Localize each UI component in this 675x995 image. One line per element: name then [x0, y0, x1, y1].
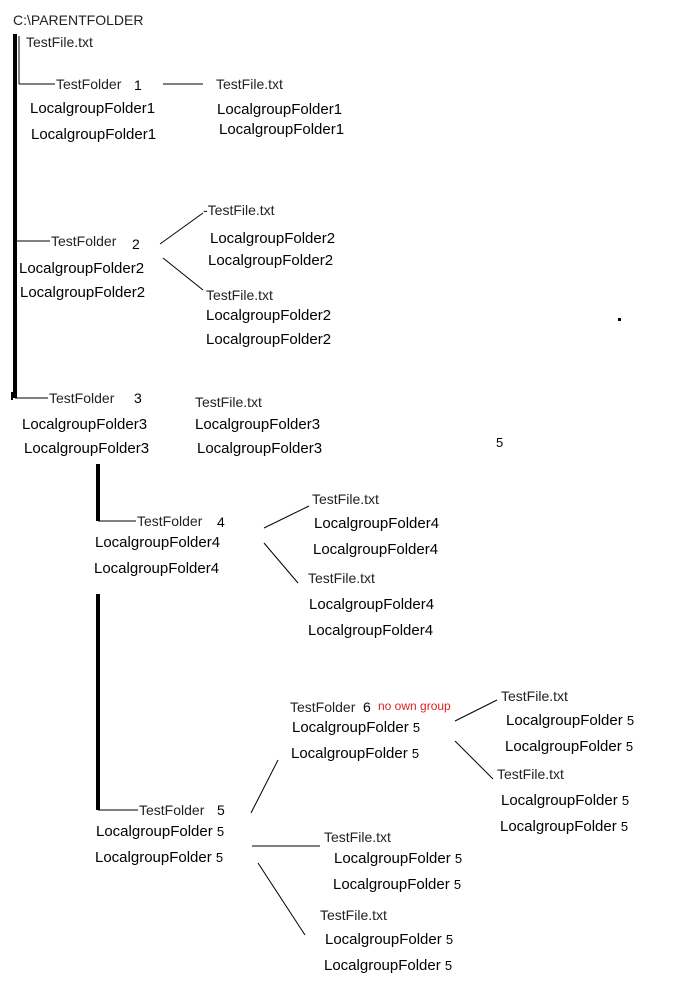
folder2-file-a-group-1: LocalgroupFolder2: [210, 230, 336, 247]
folder6-file-b-group-1: LocalgroupFolder 5: [501, 792, 630, 809]
folder5-group-2: LocalgroupFolder 5: [95, 849, 224, 866]
folder4-label: TestFolder: [137, 513, 203, 529]
folder2-file-a-label: -TestFile.txt: [203, 202, 275, 218]
branch-folder5-file-b: [257, 862, 306, 936]
branch-folder2-file-a: [159, 212, 204, 245]
folder6-group-2: LocalgroupFolder 5: [291, 745, 420, 762]
folder4-file-a-label: TestFile.txt: [312, 491, 379, 507]
root-folder-label: C:\PARENTFOLDER: [13, 12, 144, 28]
folder3-label: TestFolder: [49, 390, 115, 406]
folder5-file-b-label: TestFile.txt: [320, 907, 387, 923]
root-file-label: TestFile.txt: [26, 34, 93, 50]
folder3-file-group-1: LocalgroupFolder3: [195, 416, 321, 433]
stray-dot: [618, 318, 621, 321]
folder4-file-a-group-2: LocalgroupFolder4: [313, 541, 439, 558]
folder3-group-2: LocalgroupFolder3: [24, 440, 150, 457]
folder2-file-a-group-2: LocalgroupFolder2: [208, 252, 334, 269]
folder1-file-label: TestFile.txt: [216, 76, 283, 92]
folder3-file-label: TestFile.txt: [195, 394, 262, 410]
branch-folder2-file-b: [162, 257, 204, 291]
folder2-number: 2: [132, 236, 140, 252]
folder1-file-group-2: LocalgroupFolder1: [219, 121, 345, 138]
folder6-file-a-label: TestFile.txt: [501, 688, 568, 704]
folder6-file-a-group-2: LocalgroupFolder 5: [505, 738, 634, 755]
branch-folder6-file-b: [454, 740, 494, 780]
folder2-file-b-group-2: LocalgroupFolder2: [206, 331, 332, 348]
folder5-file-a-label: TestFile.txt: [324, 829, 391, 845]
folder5-group-1: LocalgroupFolder 5: [96, 823, 225, 840]
branch-folder5-folder6: [250, 759, 279, 814]
folder6-file-b-label: TestFile.txt: [497, 766, 564, 782]
folder1-group-1: LocalgroupFolder1: [30, 100, 156, 117]
folder6-label: TestFolder: [290, 699, 356, 715]
folder2-group-2: LocalgroupFolder2: [20, 284, 146, 301]
branch-folder4-file-a: [263, 505, 310, 529]
folder2-group-1: LocalgroupFolder2: [19, 260, 145, 277]
folder3-number: 3: [134, 390, 142, 406]
folder5-file-a-group-1: LocalgroupFolder 5: [334, 850, 463, 867]
folder6-group-1: LocalgroupFolder 5: [292, 719, 421, 736]
folder6-file-b-group-2: LocalgroupFolder 5: [500, 818, 629, 835]
folder6-note: no own group: [378, 699, 451, 713]
branch-folder4-file-b: [263, 542, 299, 584]
folder5-label: TestFolder: [139, 802, 205, 818]
folder6-number: 6: [363, 699, 371, 715]
folder3-group-1: LocalgroupFolder3: [22, 416, 148, 433]
folder2-file-b-label: TestFile.txt: [206, 287, 273, 303]
folder4-file-b-group-1: LocalgroupFolder4: [309, 596, 435, 613]
branch-folder6-file-a: [454, 699, 498, 722]
folder3-file-group-2: LocalgroupFolder3: [197, 440, 323, 457]
stray-number: 5: [496, 435, 504, 450]
folder2-file-b-group-1: LocalgroupFolder2: [206, 307, 332, 324]
folder6-file-a-group-1: LocalgroupFolder 5: [506, 712, 635, 729]
folder4-file-a-group-1: LocalgroupFolder4: [314, 515, 440, 532]
folder4-group-1: LocalgroupFolder4: [95, 534, 221, 551]
folder5-file-b-group-2: LocalgroupFolder 5: [324, 957, 453, 974]
folder1-group-2: LocalgroupFolder1: [31, 126, 157, 143]
folder1-label: TestFolder: [56, 76, 122, 92]
folder4-number: 4: [217, 514, 225, 530]
folder5-file-a-group-2: LocalgroupFolder 5: [333, 876, 462, 893]
folder5-number: 5: [217, 802, 225, 818]
folder1-file-group-1: LocalgroupFolder1: [217, 101, 343, 118]
folder1-number: 1: [134, 77, 142, 93]
folder2-label: TestFolder: [51, 233, 117, 249]
folder5-file-b-group-1: LocalgroupFolder 5: [325, 931, 454, 948]
folder4-file-b-group-2: LocalgroupFolder4: [308, 622, 434, 639]
folder4-group-2: LocalgroupFolder4: [94, 560, 220, 577]
folder4-file-b-label: TestFile.txt: [308, 570, 375, 586]
